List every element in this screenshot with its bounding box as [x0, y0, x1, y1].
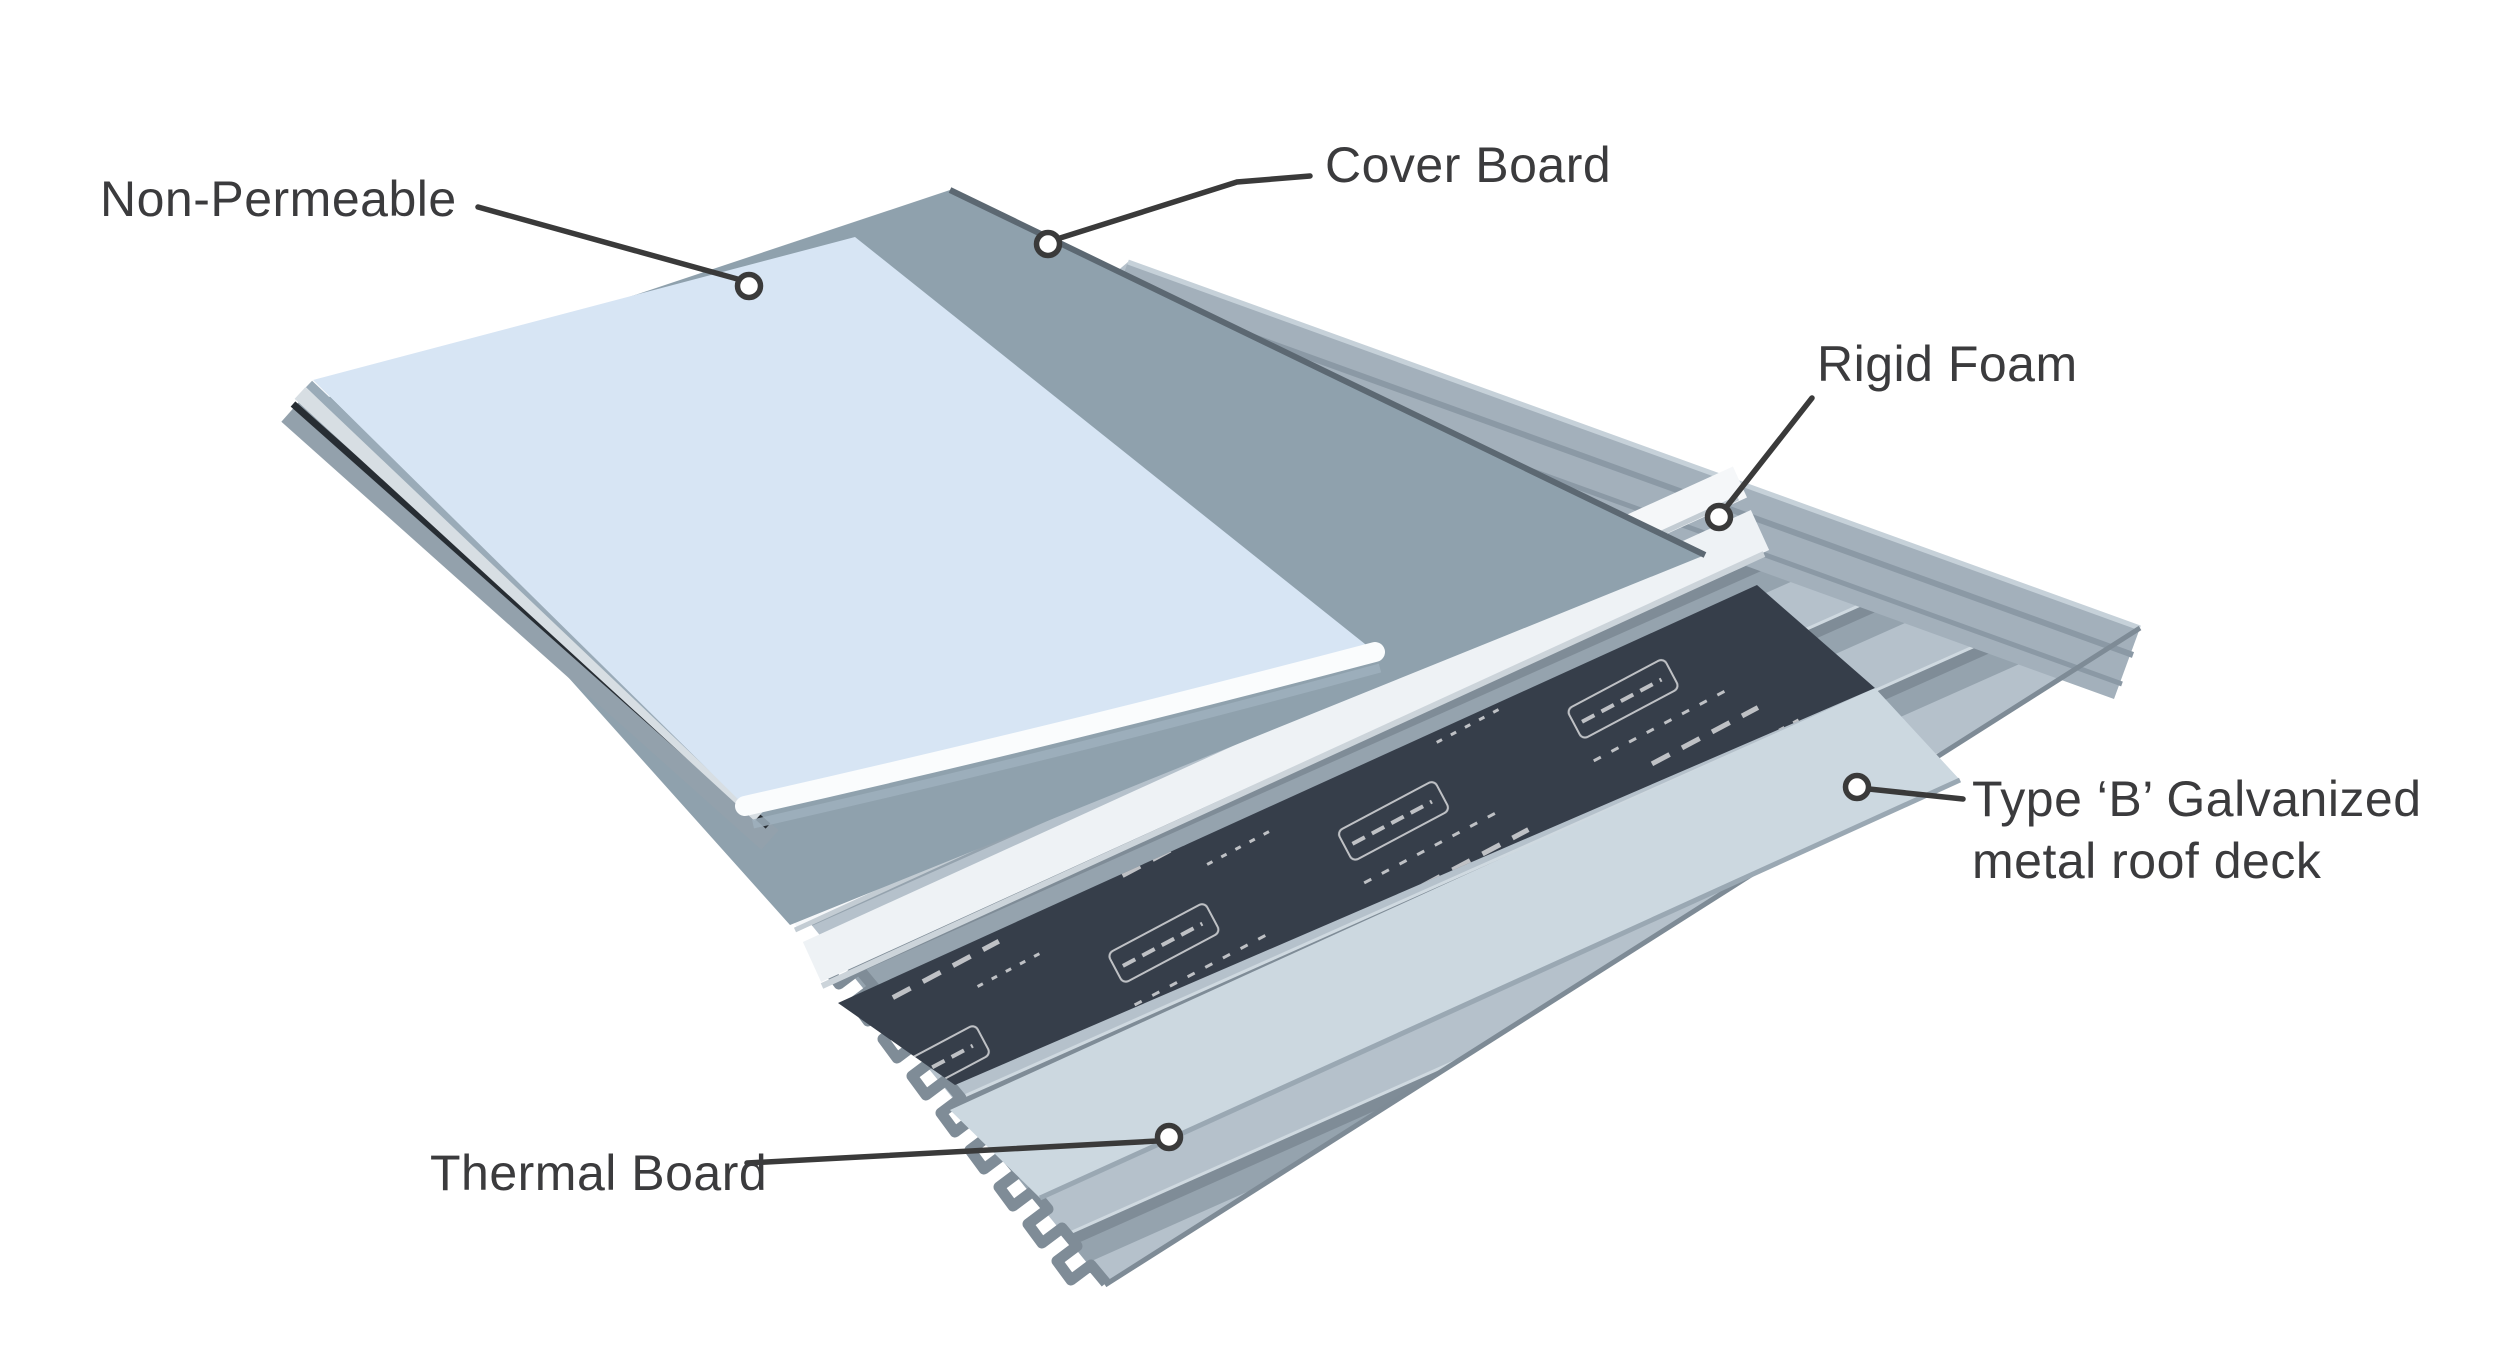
thermal-board-face — [950, 688, 1960, 1198]
cover-board-edge — [948, 187, 1707, 558]
deck-right-edge — [1103, 625, 2142, 1288]
leader-line-non-permeable — [475, 204, 744, 283]
label-non-permeable: Non-Permeable — [100, 171, 457, 227]
deck-border-ridge — [1119, 286, 2135, 658]
leader-dot — [1842, 772, 1872, 802]
leader-line-cover-board — [1054, 173, 1313, 242]
thermal-board-layer — [950, 688, 1962, 1201]
label-metal-roof-deck-line1: Type ‘B’ Galvanized — [1972, 771, 2422, 827]
deck-border-highlight — [1127, 259, 2141, 631]
vapor-barrier-print — [838, 585, 1875, 1085]
leader-line-metal-deck — [1866, 786, 1966, 802]
thermal-board-edge — [1038, 777, 1962, 1201]
label-cover-board: Cover Board — [1325, 137, 1612, 193]
membrane-layer — [281, 237, 1385, 850]
label-rigid-foam: Rigid Foam — [1817, 336, 2078, 392]
membrane-curl — [735, 642, 1385, 816]
membrane-side-strips — [281, 402, 779, 850]
label-metal-roof-deck: Type ‘B’ Galvanized metal roof deck — [1972, 768, 2422, 892]
vapor-barrier-layer — [838, 585, 1875, 1085]
annotation-leaders — [475, 173, 1966, 1166]
membrane-face — [313, 237, 1375, 806]
metal-deck-border — [1102, 262, 2140, 699]
leader-line-thermal-board — [744, 1138, 1160, 1166]
leader-line-rigid-foam — [1721, 395, 1815, 513]
rigid-foam-shadow — [820, 551, 1766, 989]
label-thermal-board: Thermal Board — [430, 1145, 768, 1201]
label-metal-roof-deck-line2: metal roof deck — [1972, 833, 2322, 889]
leader-dot — [734, 271, 764, 301]
membrane-curl-shadow — [752, 663, 1382, 829]
rigid-foam-board-bottom — [802, 509, 1770, 983]
leader-dot — [1154, 1122, 1184, 1152]
leader-dot — [1033, 229, 1063, 259]
leader-dot — [1704, 502, 1734, 532]
